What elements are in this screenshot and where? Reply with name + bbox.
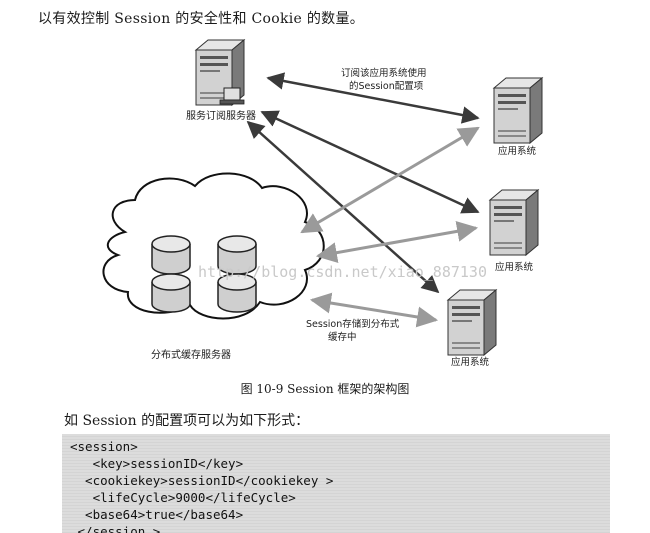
app-server-icon-1 — [493, 77, 543, 144]
code-line: </session > — [70, 524, 161, 533]
cache-cloud-shape — [102, 172, 325, 320]
paragraph-text: 如 Session 的配置项可以为如下形式： — [64, 413, 310, 429]
figure-caption: 图 10-9 Session 框架的架构图 — [240, 382, 410, 396]
code-line: <cookiekey>sessionID</cookiekey > — [70, 473, 334, 488]
app-label-2: 应用系统 — [495, 261, 534, 273]
subscribe-server-label: 服务订阅服务器 — [186, 109, 256, 122]
subscribe-note-line2: 的Session配置项 — [349, 80, 424, 92]
cache-arrow-app1 — [300, 126, 480, 234]
code-line: <lifeCycle>9000</lifeCycle> — [70, 490, 296, 505]
watermark-text: http://blog.csdn.net/xiao_887130 — [198, 263, 487, 281]
subscribe-server-icon — [195, 39, 245, 106]
architecture-diagram: 服务订阅服务器 订阅该应用系统使用 的Session配置项 应用系统 应用系统 … — [102, 39, 543, 368]
app-label-3: 应用系统 — [451, 356, 490, 368]
cache-arrow-app2 — [315, 220, 479, 264]
session-note-line2: 缓存中 — [328, 331, 357, 343]
cache-arrow-app3 — [309, 292, 439, 328]
subscribe-note-line1: 订阅该应用系统使用 — [341, 67, 427, 79]
cache-disk-icon — [151, 273, 191, 313]
app-server-icon-3 — [447, 289, 497, 356]
cache-server-label: 分布式缓存服务器 — [151, 348, 231, 361]
code-line: <session> — [70, 439, 138, 454]
code-line: <key>sessionID</key> — [70, 456, 244, 471]
app-server-icon-2 — [489, 189, 539, 256]
app-label-1: 应用系统 — [498, 145, 537, 157]
code-block: <session> <key>sessionID</key> <cookieke… — [62, 434, 610, 533]
session-note-line1: Session存储到分布式 — [306, 318, 400, 330]
intro-text: 以有效控制 Session 的安全性和 Cookie 的数量。 — [38, 11, 365, 27]
cache-disk-icon — [151, 235, 191, 275]
code-line: <base64>true</base64> — [70, 507, 244, 522]
